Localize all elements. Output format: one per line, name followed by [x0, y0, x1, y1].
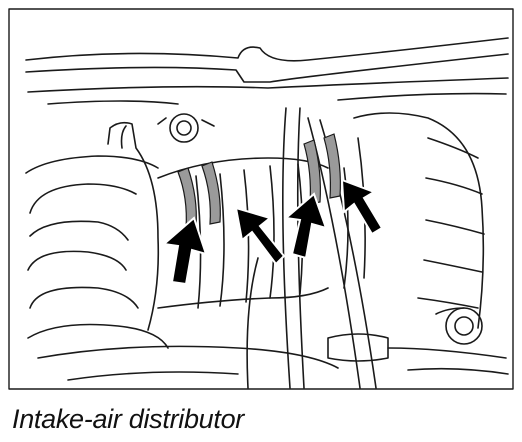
arrow-icon: [234, 206, 286, 266]
arrow-icon: [161, 216, 208, 286]
arrow-icon: [283, 192, 328, 260]
hose-clamp: [323, 133, 341, 199]
arrow-icon: [340, 178, 384, 236]
intake-air-distributor-drawing: [8, 8, 514, 390]
engine-illustration: [8, 8, 514, 390]
hose-clamp: [303, 139, 321, 205]
hose-clamp: [201, 161, 221, 225]
figure-caption: Intake-air distributor: [12, 404, 244, 434]
